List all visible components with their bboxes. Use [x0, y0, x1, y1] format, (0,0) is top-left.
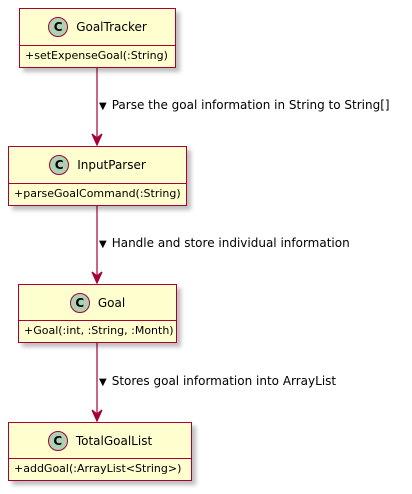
class-method: +addGoal(:ArrayList<String>) — [14, 462, 182, 475]
class-header: C TotalGoalList — [9, 423, 191, 459]
class-header: C Goal — [19, 285, 176, 321]
class-badge-icon: C — [48, 17, 69, 37]
edge-arrowhead-3 — [91, 409, 103, 423]
edge-label-text: Handle and store individual information — [111, 236, 350, 250]
class-name: TotalGoalList — [75, 433, 153, 448]
direction-triangle-icon: ▼ — [99, 101, 107, 112]
class-name: GoalTracker — [76, 20, 147, 34]
edge-label-3: ▼ Stores goal information into ArrayList — [99, 374, 336, 388]
direction-triangle-icon: ▼ — [99, 377, 107, 388]
class-method: +Goal(:int, :String, :Month) — [24, 324, 174, 337]
class-header: C InputParser — [9, 147, 186, 184]
class-name: Goal — [97, 295, 126, 310]
class-method: +parseGoalCommand(:String) — [14, 187, 181, 200]
edge-arrowhead-2 — [91, 271, 103, 285]
edge-label-text: Stores goal information into ArrayList — [111, 374, 337, 388]
class-totalgoallist[interactable]: C TotalGoalList +addGoal(:ArrayList<Stri… — [8, 422, 192, 481]
direction-triangle-icon: ▼ — [99, 239, 107, 250]
edge-label-text: Parse the goal information in String to … — [111, 98, 390, 112]
class-method: +setExpenseGoal(:String) — [25, 49, 168, 62]
edge-label-1: ▼ Parse the goal information in String to… — [99, 98, 390, 112]
class-name: InputParser — [77, 158, 146, 172]
class-badge-icon: C — [49, 155, 70, 175]
class-goaltracker[interactable]: C GoalTracker +setExpenseGoal(:String) — [19, 8, 176, 68]
edge-label-2: ▼ Handle and store individual information — [99, 236, 350, 250]
class-header: C GoalTracker — [20, 9, 175, 46]
class-goal[interactable]: C Goal +Goal(:int, :String, :Month) — [18, 284, 177, 343]
class-badge-icon: C — [69, 292, 90, 313]
edge-arrowhead-1 — [91, 133, 103, 147]
class-inputparser[interactable]: C InputParser +parseGoalCommand(:String) — [8, 146, 187, 206]
class-badge-icon: C — [47, 430, 68, 451]
